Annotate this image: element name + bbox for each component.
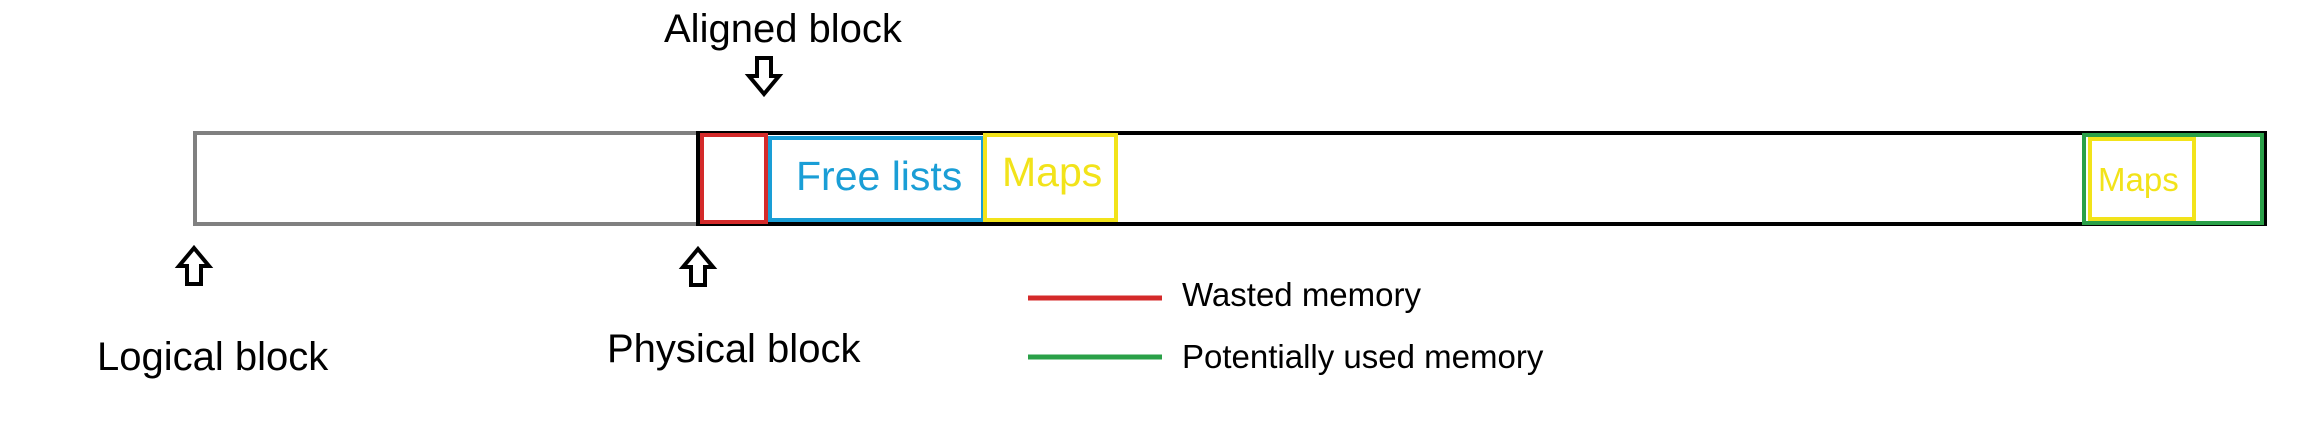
physical-memory-region	[696, 131, 2267, 226]
aligned-block-label: Aligned block	[664, 7, 903, 51]
maps-region-right	[2088, 137, 2196, 221]
logical-block-arrow-icon	[174, 244, 214, 286]
logical-block-region	[193, 131, 700, 226]
free-lists-label: Free lists	[796, 153, 962, 199]
physical-block-arrow-icon	[678, 245, 718, 287]
legend-label-wasted: Wasted memory	[1182, 276, 1421, 313]
maps-label-right: Maps	[2098, 161, 2179, 198]
legend-label-used: Potentially used memory	[1182, 338, 1544, 375]
legend: Wasted memory Potentially used memory	[1028, 276, 1544, 375]
aligned-block-arrow-icon	[744, 56, 784, 98]
logical-block-label: Logical block	[97, 335, 329, 379]
maps-label-left: Maps	[1002, 149, 1102, 195]
wasted-memory-region	[700, 133, 768, 224]
potentially-used-memory-region	[2082, 133, 2264, 225]
physical-block-label: Physical block	[607, 327, 861, 371]
maps-region-left	[983, 133, 1118, 222]
